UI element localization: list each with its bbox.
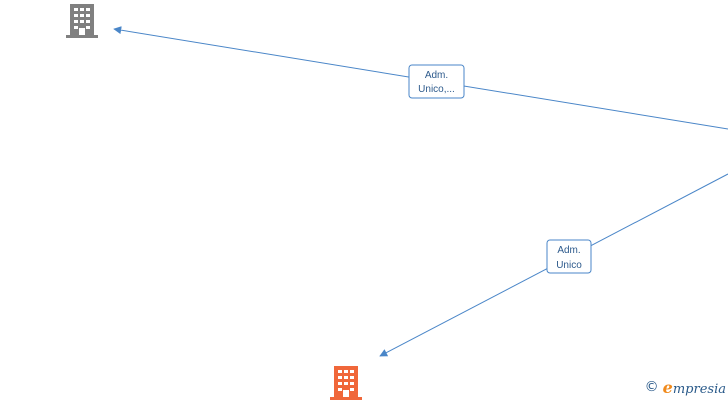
edge-label-top-line2: Unico,... [418,84,455,95]
edge-label-top-line1: Adm. [425,70,448,81]
brand-logo: empresia [663,378,726,397]
company-building-icon-highlighted[interactable] [330,366,362,400]
edge-label-bottom-line1: Adm. [557,245,580,256]
company-building-icon[interactable] [66,4,98,38]
copyright-icon: © [644,379,659,395]
edge-label-top[interactable]: Adm. Unico,... [408,64,465,99]
brand-initial: e [662,377,673,397]
edge-label-bottom[interactable]: Adm. Unico [546,239,592,274]
empresia-watermark: © empresia [645,377,726,397]
brand-name: mpresia [672,381,726,397]
edge-label-bottom-line2: Unico [556,260,582,271]
